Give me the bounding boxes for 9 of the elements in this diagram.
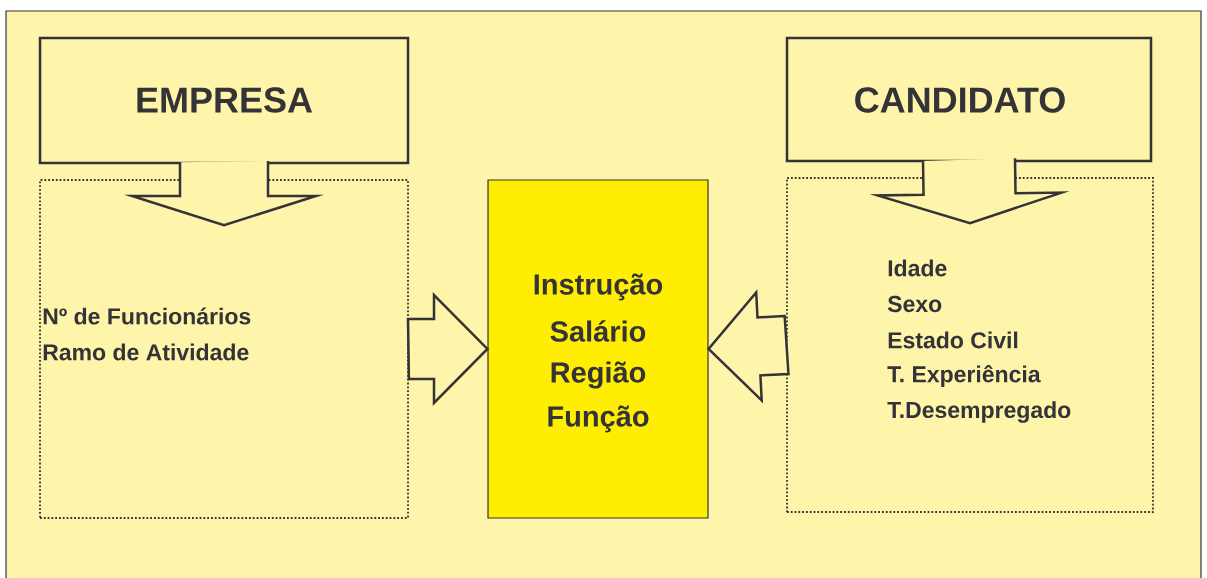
highlight-box: Instrução Salário Região Função xyxy=(487,179,709,519)
block-arrow xyxy=(123,159,325,227)
block-arrow xyxy=(706,289,790,404)
block-arrow xyxy=(869,157,1070,225)
heading-box: CANDIDATO xyxy=(785,36,1153,163)
block-arrow xyxy=(406,291,490,407)
dotted-box: Nº de Funcionários Ramo de Atividade xyxy=(39,179,409,519)
heading-box: EMPRESA xyxy=(38,36,410,165)
dotted-box: Idade Sexo Estado Civil T. Experiência T.Desempregado xyxy=(786,177,1154,513)
